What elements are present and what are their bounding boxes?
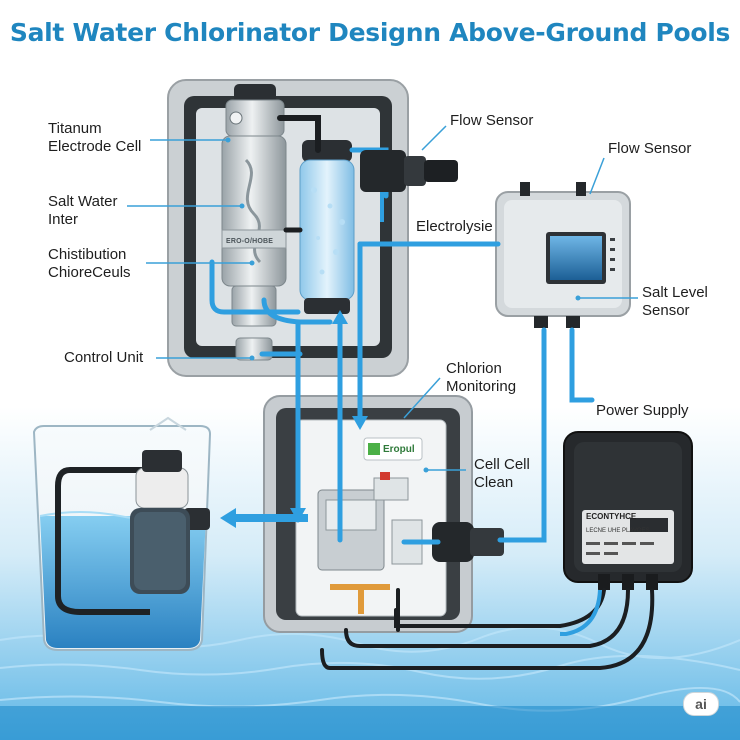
filter-canister-icon: [299, 140, 355, 314]
label-line: Inter: [48, 211, 79, 228]
controller-screen-icon: [495, 182, 631, 328]
power-supply-icon: [563, 431, 693, 590]
water-band: [0, 706, 740, 740]
label-line: Salt Level: [642, 284, 708, 301]
label-power-supply: Power Supply: [596, 402, 689, 419]
valve-icon: [432, 522, 504, 562]
label-flow-sensor-2: Flow Sensor: [608, 140, 692, 157]
power-cables: [320, 588, 655, 670]
label-line: Chlorion: [446, 360, 502, 377]
label-salt-level-sensor: Salt Level Sensor: [642, 284, 708, 320]
label-line: Cell Cell: [474, 456, 530, 473]
label-line: Monitoring: [446, 378, 517, 395]
label-chistibution: Chistibution ChioreCeuls: [48, 246, 131, 282]
label-flow-sensor-1: Flow Sensor: [450, 112, 534, 129]
label-titanum-electrode-cell: Titanum Electrode Cell: [48, 120, 141, 156]
label-cell-cell-clean: Cell Cell Clean: [474, 456, 530, 492]
flow-sensor-fitting: [360, 150, 458, 222]
label-line: Clean: [474, 474, 514, 491]
label-line: Salt Water: [48, 193, 118, 210]
leader-lines: [127, 125, 638, 471]
blue-lead: [560, 589, 602, 636]
power-supply-text-2: LECNE UHE PLAVOES: [586, 528, 650, 534]
upper-pipes: [277, 115, 321, 233]
label-salt-water-inter: Salt Water Inter: [48, 193, 117, 229]
lower-enclosure: [263, 395, 473, 633]
label-line: Titanum: [48, 120, 102, 137]
label-control-unit: Control Unit: [64, 349, 144, 366]
label-line: ChioreCeuls: [48, 264, 131, 281]
label-line: Electrode Cell: [48, 138, 142, 155]
leader-dots: [225, 137, 581, 473]
pool-pump-icon: [55, 450, 210, 615]
label-line: Chistibution: [48, 246, 127, 263]
cell-tube-text: ERO-O/HOBE: [226, 238, 274, 245]
label-electrolysie: Electrolysie: [416, 218, 493, 235]
power-supply-text-1: ECONTYHCE: [586, 512, 637, 521]
titanium-cell-icon: [221, 84, 287, 361]
page-title: Salt Water Chlorinator Designn Above-Gro…: [9, 18, 731, 47]
label-chlorion-monitoring: Chlorion Monitoring: [446, 360, 516, 396]
control-box-brand: Eropul: [383, 444, 415, 455]
label-line: Sensor: [642, 302, 690, 319]
ai-badge: ai: [683, 692, 719, 716]
flow-pipes: [295, 241, 595, 545]
return-pipe: [220, 508, 308, 528]
